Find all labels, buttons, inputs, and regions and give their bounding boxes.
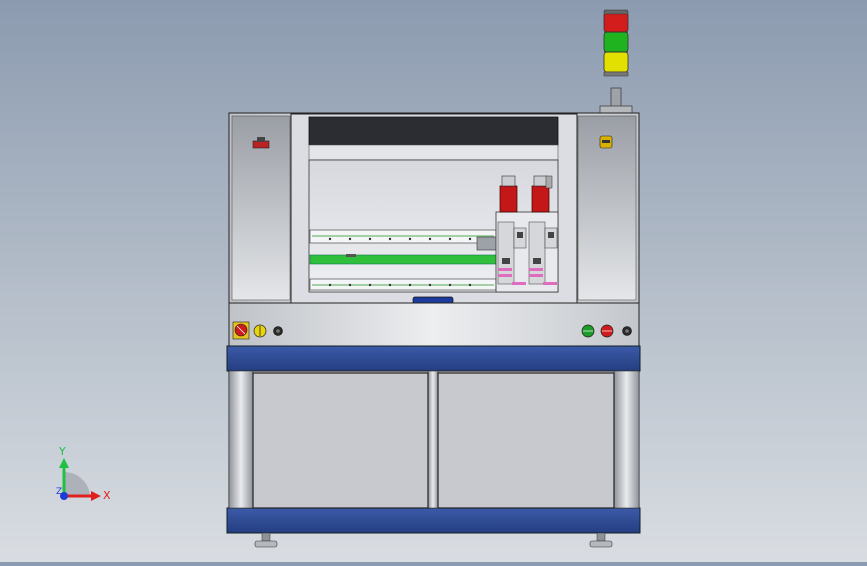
upper-blue-band [226, 345, 641, 372]
tower-light-green [603, 31, 629, 53]
gantry-assembly [309, 175, 559, 293]
lower-cabinet [228, 370, 640, 509]
top-right-indicator [599, 135, 613, 149]
tower-light-red [603, 11, 629, 33]
green-rail [309, 254, 497, 265]
green-button[interactable] [581, 324, 595, 338]
signal-tower [599, 9, 633, 115]
red-button[interactable] [600, 324, 614, 338]
cabinet-door-right[interactable] [437, 372, 615, 509]
lower-blue-band [226, 507, 641, 534]
right-black-button[interactable] [622, 326, 632, 336]
emergency-stop-button[interactable] [232, 321, 250, 340]
cabinet-door-left[interactable] [252, 372, 429, 509]
left-black-button[interactable] [273, 326, 283, 336]
control-panel [228, 302, 640, 348]
head-right-cylinder [531, 185, 550, 213]
coordinate-triad: Y X Z [56, 445, 111, 502]
x-axis-label: X [103, 489, 111, 502]
y-axis-label: Y [58, 445, 66, 458]
leveling-foot-right [589, 532, 613, 548]
head-left-cylinder [499, 185, 518, 213]
leveling-foot-left [254, 532, 278, 548]
yellow-indicator [253, 324, 267, 338]
z-axis-label: Z [56, 487, 62, 497]
z-axis-marker [60, 492, 68, 500]
tower-light-yellow [603, 51, 629, 73]
top-left-switch[interactable] [252, 137, 270, 149]
window-top-dark-strip [308, 116, 559, 146]
